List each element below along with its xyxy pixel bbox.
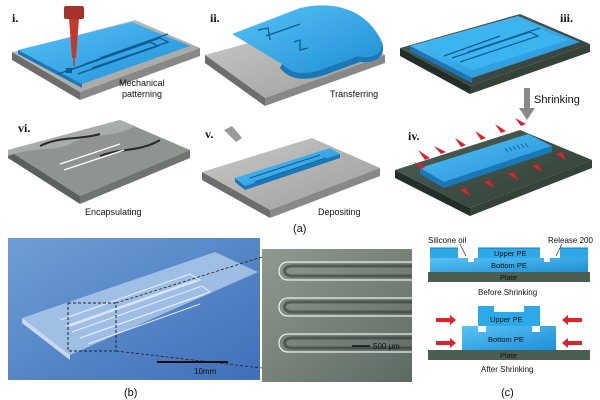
- step-ii-panel: ii. Transferring: [205, 5, 385, 106]
- device-photo: 10mm: [8, 238, 263, 380]
- step-i-label-line2: patterning: [122, 89, 162, 99]
- step-i-numeral: i.: [12, 11, 18, 25]
- before-shrinking-label: Before Shrinking: [478, 288, 537, 297]
- step-iii-panel: iii.: [400, 11, 590, 94]
- before-upper-pe: Upper PE: [494, 249, 527, 258]
- step-ii-label: Transferring: [330, 89, 378, 99]
- micro-scale-label: 500 μm: [373, 342, 400, 351]
- shrinking-arrow: Shrinking: [519, 88, 580, 120]
- before-bottom-pe: Bottom PE: [491, 261, 527, 270]
- after-bottom-pe: Bottom PE: [488, 335, 524, 344]
- step-i-label-line1: Mechanical: [119, 78, 165, 88]
- step-vi-panel: vi. Encapsulating: [8, 120, 190, 217]
- step-iii-numeral: iii.: [560, 11, 573, 25]
- release-label: Release 200: [548, 236, 593, 245]
- after-upper-pe: Upper PE: [490, 315, 523, 324]
- step-iv-panel: iv.: [395, 118, 592, 216]
- cross-section-before: Upper PE Bottom PE Plate Silicone oil Re…: [428, 236, 593, 297]
- photo-scale-label: 10mm: [194, 367, 217, 376]
- shrinking-label: Shrinking: [534, 94, 580, 106]
- after-plate: Plate: [500, 351, 517, 360]
- caption-c: (c): [501, 387, 514, 399]
- step-ii-numeral: ii.: [210, 11, 220, 25]
- micrograph-inset: 500 μm: [262, 249, 412, 382]
- step-v-panel: v. Depositing: [202, 126, 380, 218]
- caption-b: (b): [124, 387, 137, 399]
- step-iv-numeral: iv.: [408, 129, 420, 143]
- step-i-panel: i. Mechanical patterning: [12, 6, 200, 100]
- step-v-label: Depositing: [318, 207, 361, 217]
- silicone-oil-label: Silicone oil: [428, 236, 466, 245]
- after-shrinking-label: After Shrinking: [481, 365, 533, 374]
- step-vi-numeral: vi.: [18, 121, 30, 135]
- before-plate: Plate: [500, 273, 517, 282]
- cross-section-after: Upper PE Bottom PE Plate After Shrinking: [428, 306, 590, 374]
- caption-a: (a): [293, 223, 306, 235]
- step-vi-label: Encapsulating: [85, 207, 142, 217]
- step-v-numeral: v.: [205, 127, 213, 141]
